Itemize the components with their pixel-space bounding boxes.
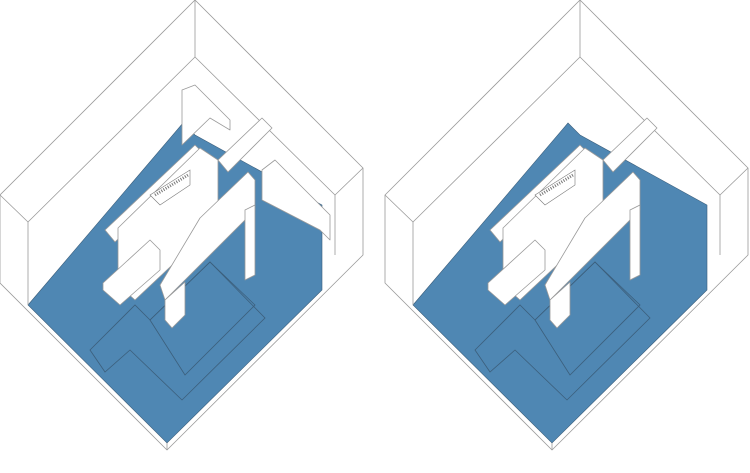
right-wall-block-left	[261, 159, 331, 241]
diagram-right	[384, 0, 749, 451]
upper-wall-block-left	[181, 84, 231, 146]
diagram-left	[0, 0, 364, 451]
